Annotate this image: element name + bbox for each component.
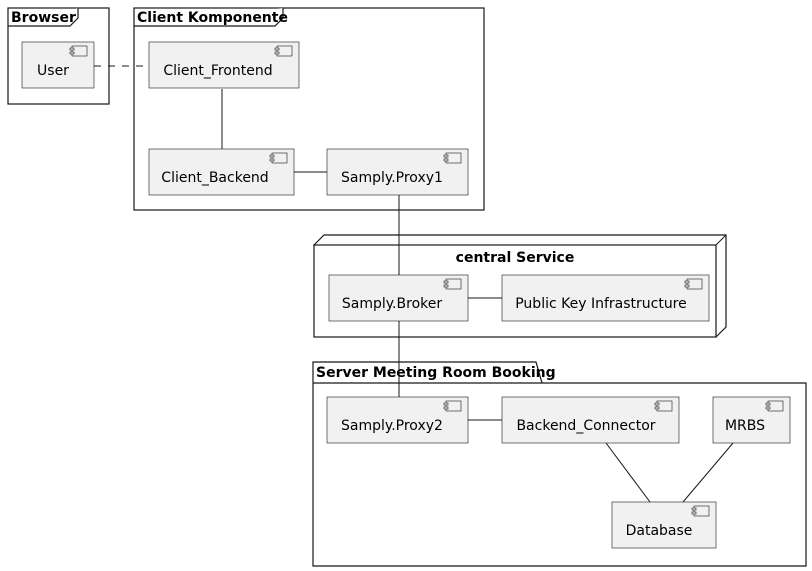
pki-label: Public Key Infrastructure bbox=[515, 296, 687, 312]
proxy2-label: Samply.Proxy2 bbox=[341, 418, 443, 434]
component-database: Database bbox=[611, 501, 717, 549]
component-pki: Public Key Infrastructure bbox=[501, 274, 710, 322]
server-package: Server Meeting Room Booking bbox=[312, 361, 807, 567]
component-mrbs: MRBS bbox=[712, 396, 791, 444]
client-frontend-label: Client_Frontend bbox=[163, 63, 272, 79]
connector-database-link bbox=[605, 442, 651, 503]
component-proxy2: Samply.Proxy2 bbox=[326, 396, 469, 444]
component-backend-connector: Backend_Connector bbox=[501, 396, 680, 444]
central-service-title: central Service bbox=[456, 250, 575, 266]
component-client-frontend: Client_Frontend bbox=[148, 41, 300, 89]
component-client-backend: Client_Backend bbox=[148, 148, 295, 196]
component-user: User bbox=[21, 41, 95, 89]
client-backend-label: Client_Backend bbox=[161, 170, 268, 186]
server-title: Server Meeting Room Booking bbox=[316, 365, 556, 381]
client-title: Client Komponente bbox=[137, 10, 288, 26]
user-label: User bbox=[37, 63, 69, 79]
database-label: Database bbox=[626, 523, 693, 539]
component-broker: Samply.Broker bbox=[328, 274, 469, 322]
browser-title: Browser bbox=[11, 10, 76, 26]
broker-label: Samply.Broker bbox=[342, 296, 442, 312]
backend-connector-label: Backend_Connector bbox=[516, 418, 655, 434]
component-proxy1: Samply.Proxy1 bbox=[326, 148, 469, 196]
proxy1-label: Samply.Proxy1 bbox=[341, 170, 443, 186]
mrbs-label: MRBS bbox=[725, 418, 765, 434]
mrbs-database-link bbox=[682, 442, 734, 503]
connections bbox=[94, 65, 734, 503]
